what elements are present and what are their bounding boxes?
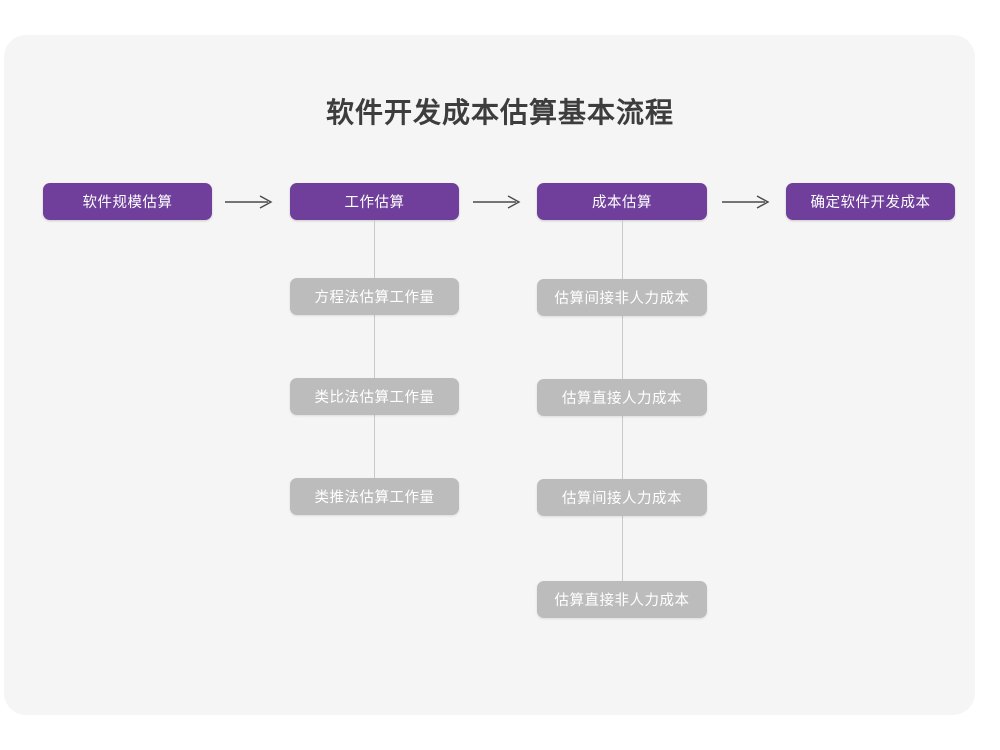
cost-method-indirect-labor[interactable]: 估算间接人力成本	[537, 479, 707, 516]
flow-node-effort[interactable]: 工作估算	[290, 183, 459, 220]
flow-node-final[interactable]: 确定软件开发成本	[786, 183, 955, 220]
cost-method-indirect-nonlabor[interactable]: 估算间接非人力成本	[537, 279, 707, 316]
effort-method-analogy-label: 类比法估算工作量	[314, 390, 435, 406]
cost-method-indirect-labor-label: 估算间接人力成本	[562, 491, 682, 507]
effort-method-analogue-label: 类推法估算工作量	[314, 490, 435, 506]
page-title: 软件开发成本估算基本流程	[325, 97, 674, 128]
cost-method-direct-nonlabor-label: 估算直接非人力成本	[554, 593, 690, 609]
flow-node-scale-label: 软件规模估算	[82, 195, 173, 211]
connector-line-effort	[374, 220, 375, 500]
effort-method-analogy[interactable]: 类比法估算工作量	[290, 378, 459, 415]
cost-method-indirect-nonlabor-label: 估算间接非人力成本	[554, 291, 690, 307]
flow-node-scale[interactable]: 软件规模估算	[43, 183, 212, 220]
flow-node-effort-label: 工作估算	[344, 195, 405, 211]
effort-method-equation[interactable]: 方程法估算工作量	[290, 278, 459, 315]
flow-node-cost-label: 成本估算	[592, 195, 652, 211]
effort-method-equation-label: 方程法估算工作量	[314, 290, 435, 306]
cost-method-direct-labor[interactable]: 估算直接人力成本	[537, 379, 707, 416]
cost-method-direct-nonlabor[interactable]: 估算直接非人力成本	[537, 581, 707, 618]
flow-node-final-label: 确定软件开发成本	[810, 195, 931, 211]
diagram-card	[4, 35, 975, 715]
flow-node-cost[interactable]: 成本估算	[537, 183, 707, 220]
cost-method-direct-labor-label: 估算直接人力成本	[562, 391, 682, 407]
effort-method-analogue[interactable]: 类推法估算工作量	[290, 478, 459, 515]
